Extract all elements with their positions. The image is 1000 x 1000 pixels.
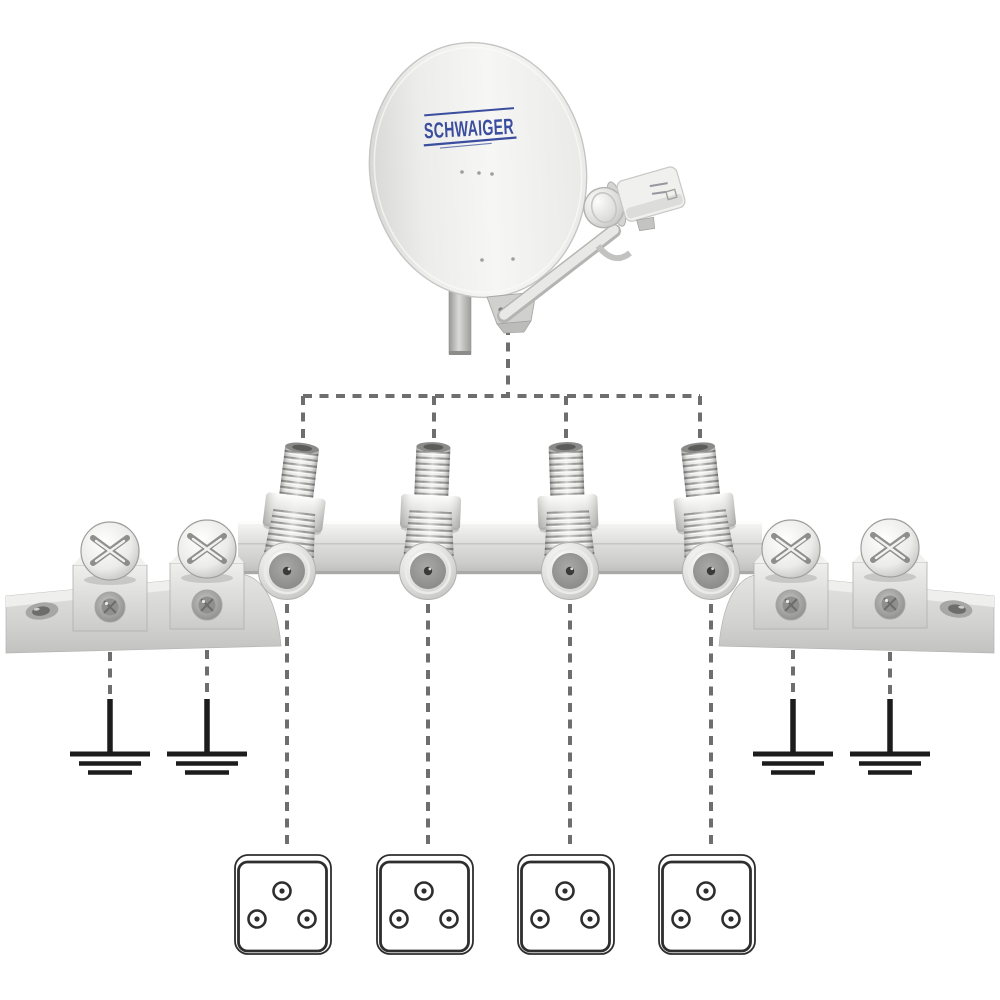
lnb-support [595, 244, 632, 262]
earth-ground-icon-2 [167, 699, 247, 773]
earthing-block [5, 438, 995, 654]
wall-outlet-1 [233, 853, 333, 956]
earth-ground-icon-3 [753, 699, 833, 773]
dish-logo: SCHWAIGER [423, 107, 517, 149]
earth-ground-icon-1 [70, 699, 150, 773]
f-connector-4 [666, 438, 746, 604]
block-rail [238, 521, 762, 575]
satellite-dish: SCHWAIGER [368, 41, 686, 355]
mounting-hole-right [939, 600, 973, 618]
earth-ground-icon-4 [850, 699, 930, 773]
lnb [583, 166, 686, 232]
wall-outlet-4 [657, 853, 757, 956]
lnb-clamp [636, 216, 656, 232]
earth-clamp-1 [73, 522, 147, 631]
f-connector-2 [395, 439, 465, 603]
dish-rivet-marks [460, 170, 515, 262]
wall-outlets [233, 853, 757, 956]
logo-underline [423, 136, 517, 147]
dish-mast-cap [449, 351, 471, 355]
logo-overline [424, 107, 515, 117]
lnb-label-marks [649, 182, 668, 195]
dish-mast [448, 289, 472, 355]
earth-clamp-4 [853, 519, 927, 628]
earth-clamp-3 [754, 520, 828, 629]
wall-outlet-3 [516, 853, 616, 956]
signal-dashed-lines [108, 326, 892, 851]
earth-clamp-2 [170, 520, 244, 629]
wall-outlet-2 [375, 853, 475, 956]
mounting-hole-left [25, 602, 59, 620]
f-connector-3 [534, 439, 603, 602]
dish-rim-highlight [373, 46, 583, 294]
logo-underline-2 [439, 142, 492, 149]
ground-symbols [70, 699, 930, 773]
lnb-arm [497, 224, 632, 323]
f-connector-1 [252, 438, 334, 605]
